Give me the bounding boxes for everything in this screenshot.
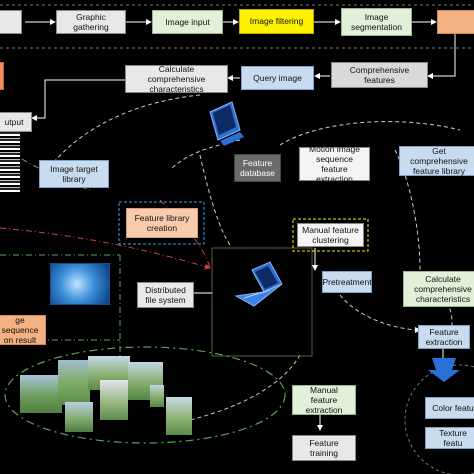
node-feature-database: Feature database bbox=[234, 154, 281, 182]
node-graphic-gathering: Graphic gathering bbox=[56, 10, 126, 34]
node-get-comprehensive-library: Get comprehensive feature library bbox=[399, 146, 474, 176]
golfer-photo bbox=[65, 402, 93, 432]
node-calc-comprehensive-top: Calculate comprehensive characteristics bbox=[125, 64, 228, 94]
dashed-curve-2 bbox=[169, 139, 241, 171]
laptop-icon bbox=[234, 261, 283, 307]
laptop-frame bbox=[211, 247, 313, 357]
node-comprehensive-features: Comprehensive features bbox=[331, 62, 428, 88]
node-manual-feature-extraction: Manual feature extraction bbox=[292, 385, 356, 415]
node-image-filtering: Image filtering bbox=[239, 9, 314, 34]
dashed-curve-3 bbox=[279, 121, 461, 146]
golfer-photo bbox=[58, 360, 90, 405]
golfer-photo bbox=[166, 397, 192, 435]
node-image-input: Image input bbox=[152, 10, 223, 34]
node-left-mid bbox=[0, 62, 4, 90]
node-color-feature: Color featu bbox=[425, 397, 474, 419]
node-feature-library-creation: Feature library creation bbox=[126, 208, 198, 238]
golfer-photo bbox=[100, 380, 128, 420]
node-image-segmentation: Image segmentation bbox=[341, 8, 412, 36]
node-image-target-library: Image target library bbox=[39, 160, 109, 188]
node-texture-feature: Texture featu bbox=[425, 427, 474, 449]
node-calc-comprehensive-right: Calculate comprehensive characteristics bbox=[403, 271, 474, 307]
node-query-image: Query image bbox=[241, 66, 314, 90]
node-distributed-file-system: Distributed file system bbox=[137, 282, 194, 308]
node-pretreatment: Pretreatment bbox=[322, 271, 372, 293]
dashed-curve-6 bbox=[199, 154, 231, 246]
node-image-sequence-result: ge sequence on result bbox=[0, 315, 46, 345]
output-thumbnail bbox=[0, 132, 20, 192]
node-feature-extraction: Feature extraction bbox=[418, 325, 470, 349]
golfer-photo bbox=[150, 385, 164, 407]
node-manual-feature-clustering: Manual feature clustering bbox=[297, 223, 364, 247]
red-dashdot-2 bbox=[159, 199, 211, 269]
red-dashdot-1 bbox=[0, 227, 211, 270]
dashed-curve-4 bbox=[394, 149, 421, 271]
node-motion-image-extraction: Motion image sequence feature extraction bbox=[299, 144, 370, 184]
node-output: utput bbox=[0, 112, 32, 132]
blue-arrow-icon bbox=[428, 358, 460, 382]
node-left-top bbox=[0, 10, 22, 34]
node-feature-training: Feature training bbox=[292, 435, 356, 461]
monitor-icon bbox=[209, 101, 244, 146]
feature-library-highlight bbox=[118, 201, 205, 245]
features-circle bbox=[404, 364, 474, 474]
dashed-curve-8 bbox=[189, 354, 301, 421]
dashed-curve-7 bbox=[339, 294, 421, 333]
photo-group-ellipse bbox=[4, 346, 286, 444]
node-right-top bbox=[437, 10, 474, 34]
clustering-highlight bbox=[292, 218, 369, 252]
arrow-calc-to-output bbox=[31, 79, 125, 121]
golfer-photo bbox=[20, 375, 62, 413]
arrow-right-down bbox=[427, 34, 456, 79]
human-head-icon bbox=[50, 263, 110, 305]
